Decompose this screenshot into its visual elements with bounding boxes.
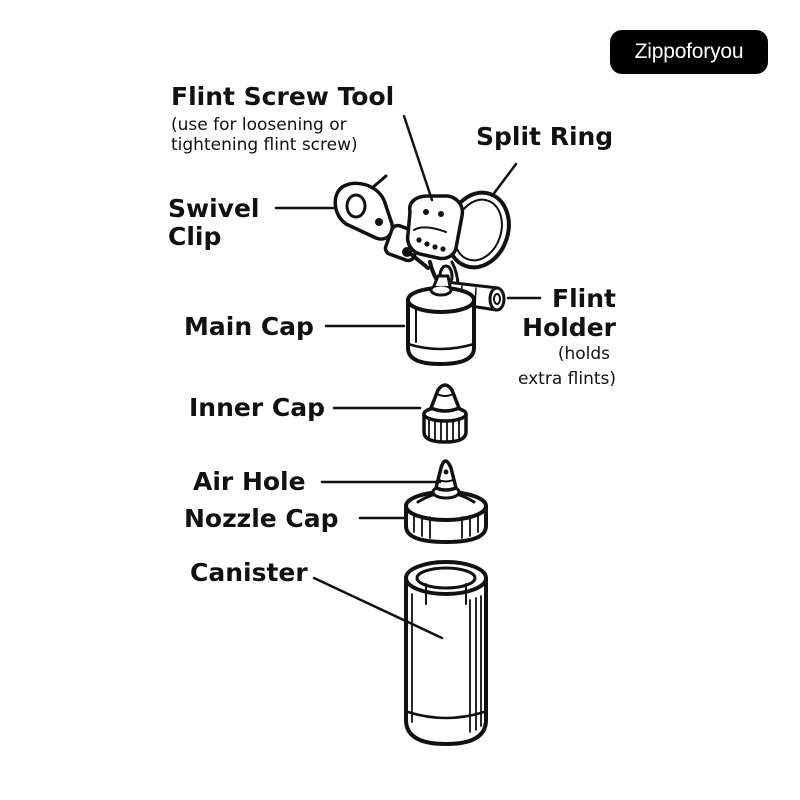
label-inner-cap: Inner Cap [189,393,325,422]
watermark-badge: Zippoforyou [610,30,768,74]
nozzle-cap-drawing [406,461,486,542]
label-nozzle-cap: Nozzle Cap [184,504,339,533]
label-flint-holder-line2: Holder [522,313,616,342]
note-flint-holder-2: extra flints) [518,370,616,389]
flint-screw-tool-drawing [408,196,463,259]
canister-drawing [406,562,486,744]
label-split-ring: Split Ring [476,122,613,151]
note-flint-screw-tool-2: tightening flint screw) [171,136,358,155]
leader-split-ring [492,164,516,196]
leader-lines [276,116,540,638]
leader-flint-screw-tool [404,116,432,200]
label-swivel-clip-line1: Swivel [168,194,260,223]
note-flint-holder-1: (holds [558,345,610,364]
label-flint-screw-tool: Flint Screw Tool [171,82,394,111]
label-canister: Canister [190,558,308,587]
inner-cap-drawing [424,385,466,442]
note-flint-screw-tool-1: (use for loosening or [171,116,347,135]
label-main-cap: Main Cap [184,312,314,341]
label-swivel-clip-line2: Clip [168,222,221,251]
label-flint-holder-line1: Flint [552,284,616,313]
label-air-hole: Air Hole [193,467,306,496]
